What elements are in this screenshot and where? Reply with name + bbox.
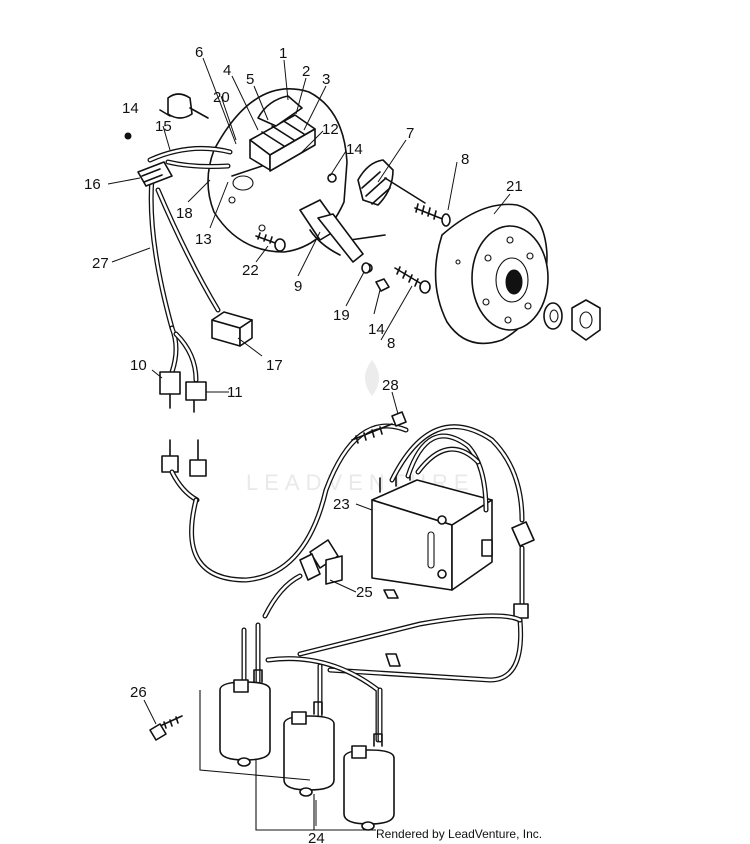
callout-5: 5 — [246, 71, 254, 88]
stator-coil-block — [249, 95, 316, 172]
callout-3: 3 — [322, 71, 330, 88]
callout-10: 10 — [130, 357, 147, 374]
ignition-coil-2 — [283, 663, 335, 797]
callout-6: 6 — [195, 44, 203, 61]
callout-9: 9 — [294, 278, 302, 295]
callout-12: 12 — [322, 121, 339, 138]
cdi-connectors — [481, 521, 535, 619]
grommet-connector — [159, 93, 209, 119]
ignition-coil-1 — [219, 622, 271, 767]
callout-14-top: 14 — [122, 100, 139, 117]
callout-28: 28 — [382, 377, 399, 394]
callout-25: 25 — [356, 584, 373, 601]
callout-22: 22 — [242, 262, 259, 279]
flywheel — [434, 203, 549, 345]
clamp-14-mid — [327, 173, 337, 183]
callout-8-upper: 8 — [461, 151, 469, 168]
callout-13: 13 — [195, 231, 212, 248]
flywheel-nut — [571, 299, 601, 341]
callout-7: 7 — [406, 125, 414, 142]
callout-15: 15 — [155, 118, 172, 135]
connector-17 — [211, 311, 253, 347]
callout-24: 24 — [308, 830, 325, 844]
screw-22 — [255, 232, 286, 252]
callout-20: 20 — [213, 89, 230, 106]
credit-text: Rendered by LeadVenture, Inc. — [376, 827, 542, 841]
cdi-to-coils-harness — [265, 613, 524, 743]
callout-19: 19 — [333, 307, 350, 324]
callout-16: 16 — [84, 176, 101, 193]
washer — [543, 302, 563, 330]
callout-14-mid: 14 — [346, 141, 363, 158]
main-harness-loop — [189, 423, 409, 583]
washer-19 — [361, 262, 371, 274]
callout-26: 26 — [130, 684, 147, 701]
coil-grouping-bracket — [199, 690, 376, 831]
screw-8-lower — [394, 266, 431, 294]
callout-27: 27 — [92, 255, 109, 272]
callout-1: 1 — [279, 45, 287, 62]
spark-plug-cap — [262, 539, 343, 619]
lead-harness-10-11 — [159, 325, 207, 503]
lighting-coil — [349, 159, 426, 241]
cdi-box — [371, 467, 493, 591]
callout-labels: 1 2 3 4 5 6 7 8 8 9 10 11 12 13 14 14 14… — [84, 44, 523, 844]
callout-17: 17 — [266, 357, 283, 374]
callout-18: 18 — [176, 205, 193, 222]
callout-8-lower: 8 — [387, 335, 395, 352]
connector-16 — [137, 161, 173, 187]
bolt-26 — [149, 715, 183, 741]
cdi-wires — [389, 424, 525, 523]
leader-lines — [107, 57, 511, 826]
callout-11: 11 — [227, 384, 243, 401]
callout-14-lower: 14 — [368, 321, 385, 338]
callout-4: 4 — [223, 62, 231, 79]
bolt-28 — [351, 411, 407, 444]
nut-14-lower — [375, 278, 390, 292]
ignition-coil-3 — [343, 687, 395, 831]
callout-2: 2 — [302, 63, 310, 80]
clip — [383, 589, 401, 667]
callout-23: 23 — [333, 496, 350, 513]
screw-8-upper — [414, 203, 451, 227]
stator-harness — [147, 145, 233, 331]
callout-21: 21 — [506, 178, 523, 195]
